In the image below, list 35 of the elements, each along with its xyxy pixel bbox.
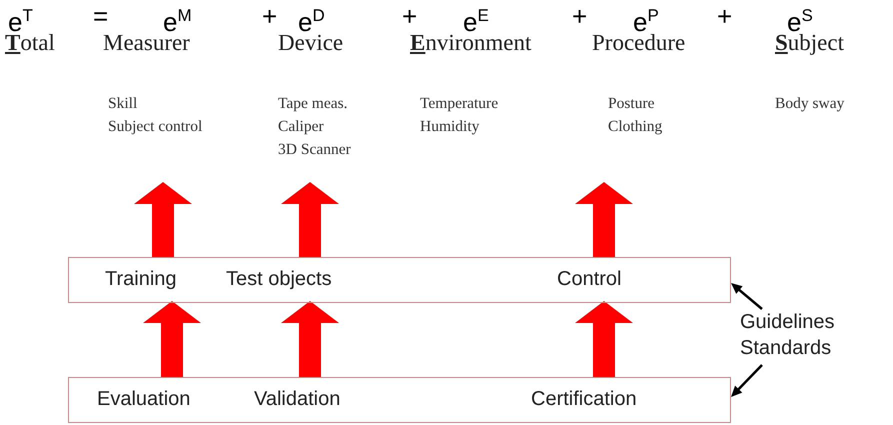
factor-item: Skill (108, 94, 138, 114)
factor-item: Humidity (420, 117, 480, 137)
block-arrow (143, 301, 201, 378)
factor-item: Tape meas. (278, 94, 348, 114)
process-box (68, 257, 731, 303)
factor-item: Clothing (608, 117, 662, 137)
factor-item: Temperature (420, 94, 498, 114)
box-label: Control (557, 258, 622, 301)
box-label: Validation (254, 378, 340, 421)
box-label: Evaluation (97, 378, 190, 421)
box-label: Training (105, 258, 177, 301)
box-label: Certification (531, 378, 637, 421)
equation-operator: + (717, 2, 732, 30)
block-arrow (281, 182, 339, 258)
note-text: Standards (740, 336, 832, 361)
arrow (731, 364, 763, 397)
process-box (68, 377, 731, 423)
arrow (731, 283, 763, 310)
note-text: Guidelines (740, 310, 835, 335)
column-heading: Subject (775, 30, 844, 56)
factor-item: Posture (608, 94, 654, 114)
equation-operator: + (262, 2, 278, 30)
block-arrow (575, 301, 633, 378)
block-arrow (281, 301, 339, 378)
factor-item: Caliper (278, 117, 324, 137)
equation-operator: = (93, 2, 108, 30)
block-arrow (134, 182, 192, 258)
column-heading: Procedure (592, 30, 686, 56)
factor-item: Body sway (775, 94, 844, 114)
factor-item: Subject control (108, 117, 202, 137)
block-arrow (575, 182, 633, 258)
equation-operator: + (402, 2, 418, 30)
factor-item: 3D Scanner (278, 140, 351, 160)
equation-operator: + (572, 2, 588, 30)
box-label: Test objects (226, 258, 332, 301)
